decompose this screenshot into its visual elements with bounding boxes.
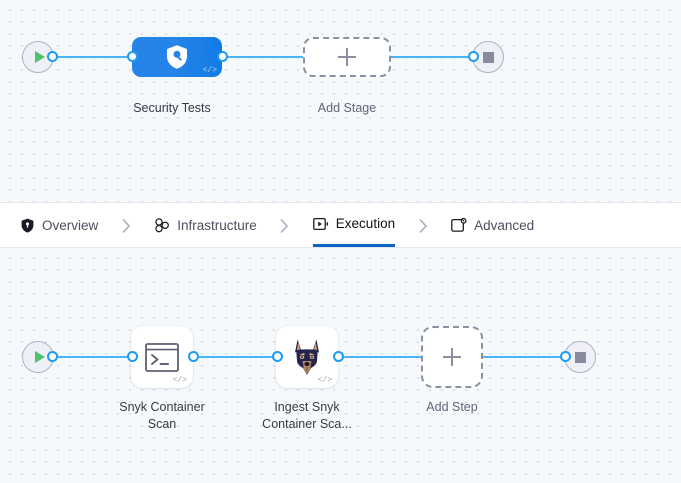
tab-overview-label: Overview xyxy=(42,217,99,233)
security-tests-input-port[interactable] xyxy=(127,51,138,62)
edge-add-step-to-end xyxy=(483,356,568,358)
security-tests-output-port[interactable] xyxy=(217,51,228,62)
plus-icon xyxy=(443,348,461,366)
code-badge: </> xyxy=(202,66,217,75)
stop-icon xyxy=(574,351,586,363)
chevron-right-icon xyxy=(280,218,289,233)
code-badge: </> xyxy=(172,376,187,385)
add-step-label: Add Step xyxy=(426,400,478,414)
edge-start-to-snyk-scan xyxy=(48,356,138,358)
tab-infrastructure[interactable]: Infrastructure xyxy=(154,204,257,247)
step-canvas[interactable]: </> Snyk Container Scan xyxy=(0,248,681,483)
step-label-snyk-container-scan: Snyk Container Scan xyxy=(119,400,205,431)
edge-add-stage-to-end xyxy=(385,56,481,58)
step-end-input-port[interactable] xyxy=(560,351,571,362)
pipeline-section-nav: Overview Infrastructure xyxy=(0,204,681,248)
play-icon xyxy=(34,351,45,363)
play-icon xyxy=(34,51,45,63)
shield-search-icon xyxy=(167,45,187,69)
snyk-scan-output-port[interactable] xyxy=(188,351,199,362)
nav-separator-1 xyxy=(98,218,154,233)
code-badge: </> xyxy=(317,376,332,385)
shield-icon xyxy=(19,217,35,233)
step-node-ingest-snyk-container-scan[interactable]: </> xyxy=(276,326,338,388)
ingest-snyk-input-port[interactable] xyxy=(272,351,283,362)
nav-separator-3 xyxy=(395,218,451,233)
step-label-ingest-snyk-container-scan: Ingest Snyk Container Sca... xyxy=(262,400,352,431)
nodes-icon xyxy=(154,217,170,233)
tab-overview[interactable]: Overview xyxy=(19,204,98,247)
edge-snyk-scan-to-ingest xyxy=(193,356,283,358)
settings-box-icon xyxy=(451,217,467,233)
tab-advanced[interactable]: Advanced xyxy=(451,204,534,247)
add-stage-button[interactable] xyxy=(303,37,391,77)
stage-start-output-port[interactable] xyxy=(47,51,58,62)
stage-canvas[interactable]: </> Security Tests Add Stage xyxy=(0,0,681,203)
stage-end-input-port[interactable] xyxy=(468,51,479,62)
play-box-icon xyxy=(312,216,329,232)
add-stage-label: Add Stage xyxy=(317,101,377,115)
edge-start-to-security-tests xyxy=(48,56,138,58)
tab-infrastructure-label: Infrastructure xyxy=(177,217,257,233)
terminal-icon xyxy=(145,342,179,372)
step-start-output-port[interactable] xyxy=(47,351,58,362)
edge-ingest-to-add-step xyxy=(338,356,423,358)
stop-icon xyxy=(482,51,494,63)
snyk-doberman-icon xyxy=(295,339,319,375)
chevron-right-icon xyxy=(419,218,427,233)
stage-label-security-tests: Security Tests xyxy=(133,101,211,115)
stage-node-security-tests[interactable]: </> xyxy=(132,37,222,77)
tab-advanced-label: Advanced xyxy=(474,217,535,233)
plus-icon xyxy=(338,48,356,66)
nav-separator-2 xyxy=(257,218,313,233)
chevron-right-icon xyxy=(122,218,130,233)
add-step-button[interactable] xyxy=(421,326,483,388)
step-node-snyk-container-scan[interactable]: </> xyxy=(131,326,193,388)
snyk-scan-input-port[interactable] xyxy=(127,351,138,362)
tab-execution-label: Execution xyxy=(335,216,396,231)
edge-security-tests-to-add-stage xyxy=(215,56,310,58)
tab-execution[interactable]: Execution xyxy=(312,204,396,247)
ingest-snyk-output-port[interactable] xyxy=(333,351,344,362)
